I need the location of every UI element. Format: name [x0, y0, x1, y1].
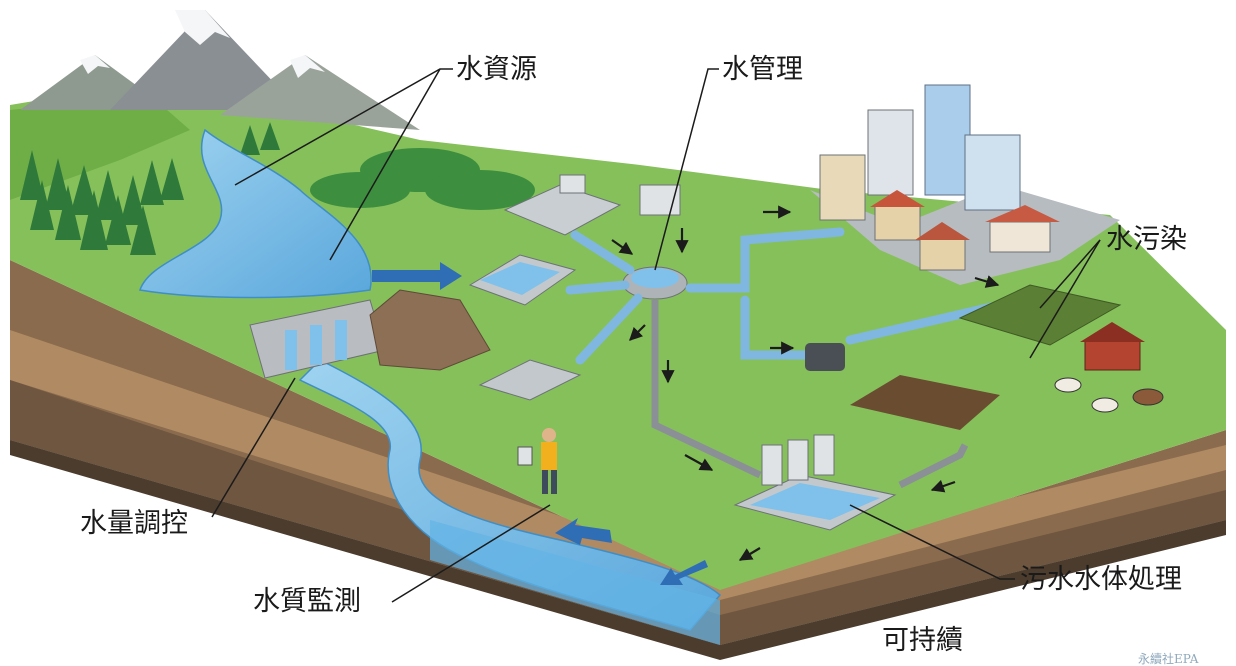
soil-layers	[10, 260, 1226, 660]
label-water-management: 水管理	[722, 54, 803, 85]
watermark: 永續社EPA	[1138, 652, 1199, 666]
label-water-pollution: 水污染	[1106, 224, 1187, 255]
hill-trees	[310, 148, 535, 210]
rock-outcrop	[369, 289, 491, 371]
flow-arrows	[372, 262, 708, 585]
river-system	[139, 128, 722, 645]
forest	[20, 122, 280, 255]
pump	[805, 343, 845, 371]
label-wastewater-treatment: 污水水体処理	[1020, 564, 1182, 595]
label-water-quantity-regulation: 水量調控	[80, 508, 188, 539]
label-water-quality-monitoring: 水質監測	[253, 586, 361, 617]
label-water-resources: 水資源	[456, 54, 537, 85]
black-arrows	[611, 205, 1000, 561]
farmland	[850, 284, 1122, 430]
treatment-plants	[468, 174, 897, 531]
barn-and-livestock	[1054, 322, 1164, 413]
label-sustainability: 可持續	[882, 625, 963, 656]
field-worker	[517, 428, 557, 494]
drain-pipe	[651, 300, 969, 489]
mountains	[20, 10, 420, 130]
dam	[249, 299, 386, 379]
leader-lines	[211, 68, 1101, 603]
city	[810, 84, 1120, 285]
pipes	[565, 227, 1005, 365]
